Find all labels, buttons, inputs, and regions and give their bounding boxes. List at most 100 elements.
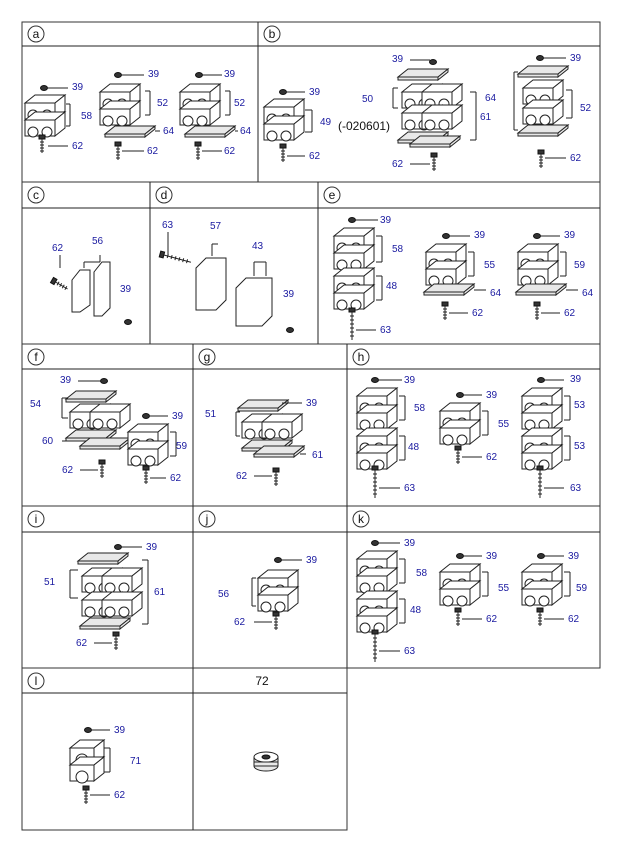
callout: 62: [486, 452, 498, 463]
bolt-icon: [371, 465, 379, 499]
callout: 39: [148, 69, 160, 80]
section-a-drawing: 39 58 62 39 52 64 62 39 52 64 62: [24, 69, 252, 161]
callout: 64: [582, 288, 594, 299]
clamp-part: [356, 567, 398, 594]
nut-icon: [274, 557, 282, 563]
bolt-icon: [441, 301, 449, 321]
clamp-part: [24, 111, 66, 138]
clamp-part: [257, 586, 299, 613]
clamp-part: [101, 591, 143, 618]
callout: 48: [386, 281, 398, 292]
callout: 62: [72, 141, 84, 152]
section-f-drawing: 39 54 60 62 39 59 62: [30, 375, 188, 485]
callout: 58: [81, 111, 93, 122]
bolt-icon: [533, 301, 541, 321]
callout: 39: [224, 69, 236, 80]
callout: 39: [114, 725, 126, 736]
plate-part: [409, 135, 461, 148]
bolt-icon: [536, 607, 544, 627]
callout: 55: [498, 583, 510, 594]
nut-icon: [40, 85, 48, 91]
callout: 48: [408, 442, 420, 453]
callout: 39: [486, 551, 498, 562]
callout: 52: [234, 98, 246, 109]
nut-icon: [533, 233, 541, 239]
callout: 39: [60, 375, 72, 386]
callout: 63: [404, 646, 416, 657]
callout: (-020601): [338, 119, 390, 133]
callout: 51: [205, 409, 217, 420]
nut-icon: [371, 540, 379, 546]
callout: 58: [416, 568, 428, 579]
callout: 56: [92, 236, 104, 247]
callout: 39: [120, 284, 132, 295]
callout: 64: [240, 126, 252, 137]
bolt-icon: [142, 465, 150, 485]
clamp-part: [179, 100, 221, 127]
section-d-drawing: 63 57 43 39: [158, 220, 295, 333]
callout: 49: [320, 117, 332, 128]
clamp-part: [521, 404, 563, 431]
callout: 59: [176, 441, 188, 452]
section-e-drawing: 39 58 48 63 39 55 64 62 39 59 64 62: [333, 215, 594, 341]
callout: 56: [218, 589, 230, 600]
section-label-l: l: [35, 674, 38, 688]
section-label-72: 72: [255, 674, 269, 688]
bolt-icon: [454, 607, 462, 627]
callout: 39: [283, 289, 295, 300]
callout: 39: [570, 374, 582, 385]
bolt-icon: [50, 276, 70, 293]
callout: 59: [574, 260, 586, 271]
section-label-g: g: [204, 350, 211, 364]
callout: 63: [162, 220, 174, 231]
callout: 58: [392, 244, 404, 255]
callout: 39: [146, 542, 158, 553]
callout: 71: [130, 756, 142, 767]
callout: 62: [472, 308, 484, 319]
section-label-c: c: [33, 188, 39, 202]
plate-part: [515, 283, 567, 296]
section-c-drawing: 62 56 39: [50, 236, 132, 325]
section-l-drawing: 39 71 62: [69, 725, 142, 805]
bolt-icon: [537, 149, 545, 169]
callout: 64: [490, 288, 502, 299]
section-label-h: h: [358, 350, 365, 364]
bolt-icon: [114, 141, 122, 161]
callout: 62: [486, 614, 498, 625]
callout: 61: [312, 450, 324, 461]
bolt-icon: [371, 629, 379, 663]
clamp-part: [69, 756, 105, 784]
bolt-icon: [536, 465, 544, 499]
nut-icon: [371, 377, 379, 383]
callout: 39: [306, 398, 318, 409]
clamp-part: [89, 403, 131, 430]
bolt-icon: [279, 143, 287, 163]
callout: 43: [252, 241, 264, 252]
plate-part: [237, 399, 289, 412]
plate-part: [79, 617, 131, 630]
nut-icon: [536, 55, 544, 61]
bolt-icon: [454, 445, 462, 465]
callout: 63: [404, 483, 416, 494]
clamp-part: [261, 413, 303, 440]
section-label-k: k: [358, 512, 365, 526]
callout: 39: [306, 555, 318, 566]
section-label-a: a: [33, 27, 40, 41]
callout: 63: [380, 325, 392, 336]
section-label-f: f: [34, 350, 38, 364]
callout: 55: [498, 419, 510, 430]
bolt-icon: [430, 152, 438, 172]
bolt-icon: [158, 250, 193, 266]
nut-icon: [348, 217, 356, 223]
plate-part: [77, 552, 129, 565]
section-label-j: j: [205, 512, 209, 526]
callout: 62: [568, 614, 580, 625]
section-h-drawing: 39 58 48 63 39 55 62 39 53 53 63: [356, 374, 586, 499]
grommet-drawing: [253, 751, 279, 772]
section-b-drawing: 39 49 62 39 50 (-020601) 61 62 39 64 52 …: [263, 53, 592, 172]
callout: 39: [564, 230, 576, 241]
callout: 62: [76, 638, 88, 649]
callout: 59: [576, 583, 588, 594]
plate-part: [184, 125, 236, 138]
bolt-icon: [194, 141, 202, 161]
